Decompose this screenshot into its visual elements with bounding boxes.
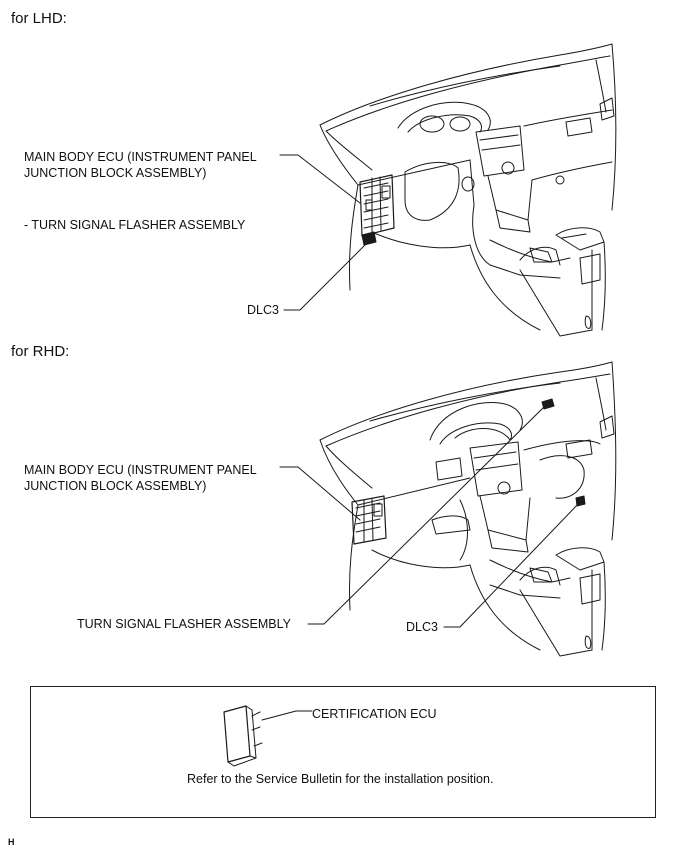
lhd-main-body-ecu-label-line1: MAIN BODY ECU (INSTRUMENT PANEL <box>24 150 257 164</box>
rhd-dlc3-label: DLC3 <box>406 620 438 634</box>
lhd-main-body-ecu-label-line2: JUNCTION BLOCK ASSEMBLY) <box>24 166 207 180</box>
lhd-turn-signal-label: - TURN SIGNAL FLASHER ASSEMBLY <box>24 218 246 232</box>
certification-ecu-box <box>30 686 656 818</box>
certification-note: Refer to the Service Bulletin for the in… <box>187 772 494 786</box>
certification-ecu-label: CERTIFICATION ECU <box>312 707 437 721</box>
lhd-dlc3-label: DLC3 <box>247 303 279 317</box>
rhd-main-body-ecu-label-line1: MAIN BODY ECU (INSTRUMENT PANEL <box>24 463 257 477</box>
rhd-header: for RHD: <box>11 343 70 360</box>
rhd-dashboard-illustration <box>279 361 617 657</box>
footer-mark: H <box>8 837 15 847</box>
certification-ecu-illustration <box>223 705 313 767</box>
rhd-main-body-ecu-label-line2: JUNCTION BLOCK ASSEMBLY) <box>24 479 207 493</box>
lhd-header: for LHD: <box>11 10 67 27</box>
lhd-dashboard-illustration <box>279 43 617 337</box>
rhd-turn-signal-label: TURN SIGNAL FLASHER ASSEMBLY <box>77 617 291 631</box>
